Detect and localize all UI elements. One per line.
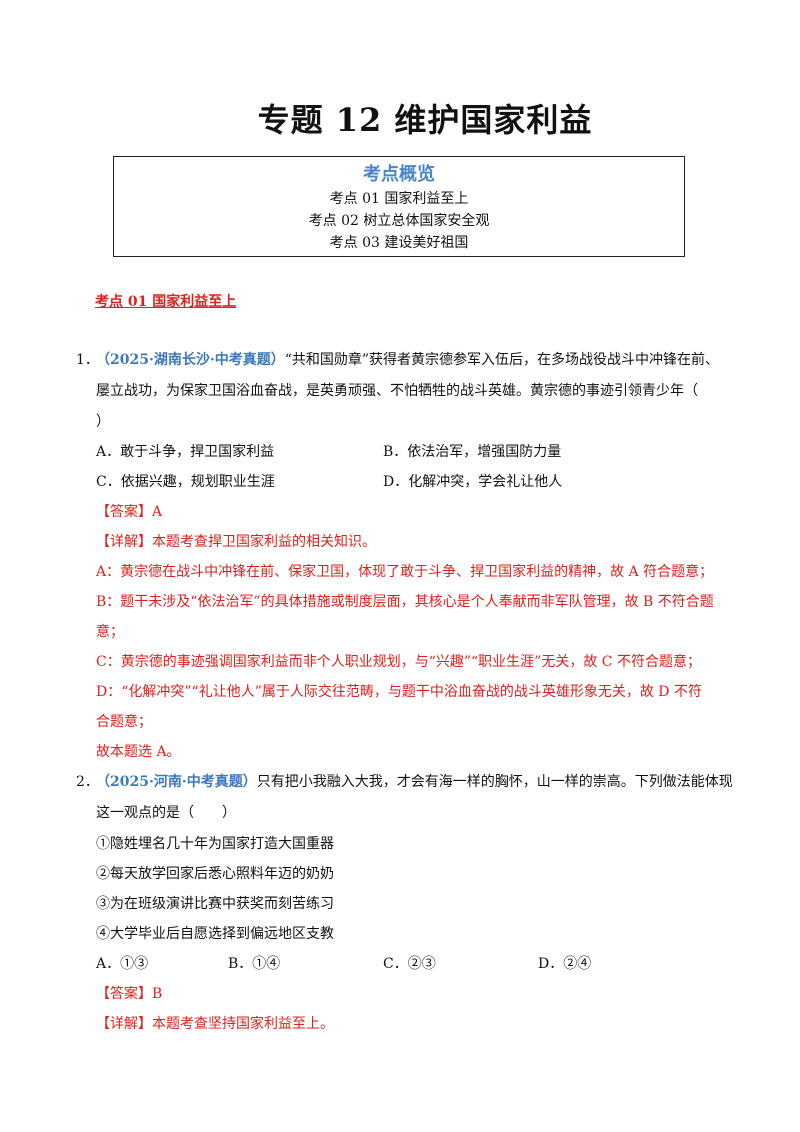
question-1-analysis-line-2: A：黄宗德在战斗中冲锋在前、保家卫国，体现了敢于斗争、捍卫国家利益的精神，故 A… (96, 564, 714, 580)
overview-item-2: 考点 02 树立总体国家安全观 (308, 213, 490, 229)
question-2-answer: 【答案】B (96, 986, 163, 1002)
question-2-statement-3: ③为在班级演讲比赛中获奖而刻苦练习 (96, 896, 334, 912)
question-1-analysis-line-6: D：“化解冲突”“礼让他人”属于人际交往范畴，与题干中浴血奋战的战斗英雄形象无关… (96, 684, 702, 700)
section-heading-1: 考点 01 国家利益至上 (95, 294, 237, 310)
question-1-stem-line-3: ） (96, 414, 110, 430)
question-2-option-b: B．①④ (228, 956, 281, 972)
question-2-option-a: A．①③ (96, 956, 149, 972)
question-2-source: （2025·河南·中考真题） (96, 774, 257, 790)
question-2-analysis-line-1: 【详解】本题考查坚持国家利益至上。 (96, 1016, 334, 1032)
question-2-option-d: D．②④ (538, 956, 592, 972)
question-1-option-a: A．敢于斗争，捍卫国家利益 (96, 444, 275, 460)
question-1-stem-text-1: “共和国勋章”获得者黄宗德参军入伍后，在多场战役战斗中冲锋在前、 (284, 352, 720, 368)
question-1-analysis-line-7: 合题意； (96, 714, 152, 730)
question-2-stem-line-2: 这一观点的是（ ） (96, 805, 236, 821)
question-1-analysis-line-1: 【详解】本题考查捍卫国家利益的相关知识。 (96, 534, 376, 550)
question-1-answer: 【答案】A (96, 504, 163, 520)
overview-box: 考点概览 考点 01 国家利益至上 考点 02 树立总体国家安全观 考点 03 … (113, 156, 685, 257)
question-1-number: 1． (76, 352, 99, 368)
question-1-source: （2025·湖南长沙·中考真题） (96, 352, 285, 368)
question-2-stem-line-1: （2025·河南·中考真题）只有把小我融入大我，才会有海一样的胸怀，山一样的崇高… (96, 772, 733, 792)
question-1-analysis-line-3: B：题干未涉及“依法治军”的具体措施或制度层面，其核心是个人奉献而非军队管理，故… (96, 594, 714, 610)
question-1-stem-line-2: 屡立战功，为保家卫国浴血奋战，是英勇顽强、不怕牺牲的战斗英雄。黄宗德的事迹引领青… (96, 383, 698, 399)
question-2-option-c: C．②③ (383, 956, 436, 972)
question-2-statement-2: ②每天放学回家后悉心照料年迈的奶奶 (96, 866, 334, 882)
page-title: 专题 12 维护国家利益 (257, 101, 593, 139)
question-1-option-d: D．化解冲突，学会礼让他人 (383, 474, 563, 490)
question-2-stem-text-1: 只有把小我融入大我，才会有海一样的胸怀，山一样的崇高。下列做法能体现 (256, 774, 733, 790)
question-2-statement-4: ④大学毕业后自愿选择到偏远地区支教 (96, 926, 334, 942)
question-1-option-b: B．依法治军，增强国防力量 (383, 444, 562, 460)
overview-heading: 考点概览 (363, 164, 435, 185)
question-1-analysis-line-5: C：黄宗德的事迹强调国家利益而非个人职业规划，与“兴趣”“职业生涯”无关，故 C… (96, 654, 701, 670)
question-1-analysis-line-4: 意； (96, 624, 124, 640)
overview-item-1: 考点 01 国家利益至上 (329, 191, 469, 207)
question-1-analysis-line-8: 故本题选 A。 (96, 744, 181, 760)
question-2-statement-1: ①隐姓埋名几十年为国家打造大国重器 (96, 836, 334, 852)
question-2-number: 2． (76, 774, 99, 790)
overview-item-3: 考点 03 建设美好祖国 (329, 235, 469, 251)
question-1-stem-line-1: （2025·湖南长沙·中考真题）“共和国勋章”获得者黄宗德参军入伍后，在多场战役… (96, 350, 719, 370)
question-1-option-c: C．依据兴趣，规划职业生涯 (96, 474, 275, 490)
